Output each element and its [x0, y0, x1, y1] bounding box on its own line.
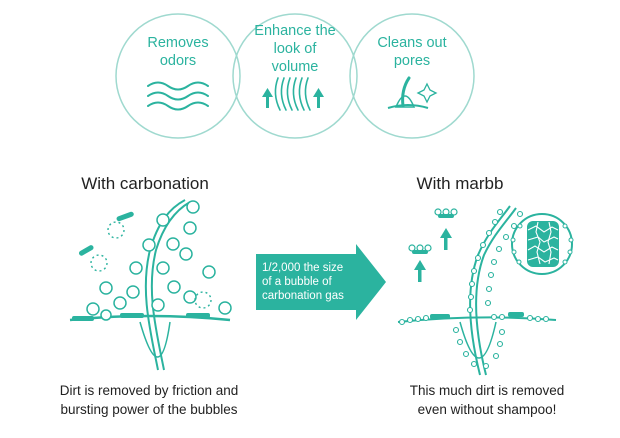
arrow-label-line3: carbonation gas — [262, 290, 344, 302]
rising-dirt-icon — [408, 208, 458, 282]
carbonation-caption-line2: bursting power of the bubbles — [60, 402, 238, 417]
marbb-illustration — [397, 205, 574, 376]
marbb-caption-line1: This much dirt is removed — [409, 383, 565, 398]
benefit-label-pores: Cleans out pores — [377, 35, 447, 69]
benefit-label-odors: Removes odors — [147, 35, 209, 69]
arrow-label-line2: of a bubble of — [262, 276, 332, 288]
wavy-lines-icon — [147, 81, 209, 111]
arrow-label: 1/2,000 the size of a bubble of carbonat… — [262, 261, 362, 303]
up-arrow-icon — [262, 88, 324, 108]
size-comparison-arrow — [256, 244, 386, 320]
benefit-circle-pores — [349, 13, 475, 139]
benefit-label-volume: Enhance the look of volume — [254, 23, 336, 75]
benefit-circle-odors — [115, 13, 241, 139]
carbonation-title: With carbonation — [81, 174, 209, 193]
marbb-title: With marbb — [416, 174, 504, 193]
carbonation-caption: Dirt is removed by friction and bursting… — [24, 381, 274, 419]
volume-strands-icon — [274, 77, 311, 111]
carbonation-caption-line1: Dirt is removed by friction and — [59, 383, 239, 398]
carbonation-illustration — [69, 199, 232, 371]
marbb-caption-line2: even without shampoo! — [417, 402, 557, 417]
marbb-caption: This much dirt is removed even without s… — [382, 381, 592, 419]
magnified-cuticle-icon — [510, 213, 574, 275]
micro-bubbles — [452, 208, 524, 370]
pore-sparkle-icon — [387, 76, 438, 109]
benefit-circle-volume — [232, 13, 358, 139]
arrow-label-line1: 1/2,000 the size — [262, 262, 344, 274]
